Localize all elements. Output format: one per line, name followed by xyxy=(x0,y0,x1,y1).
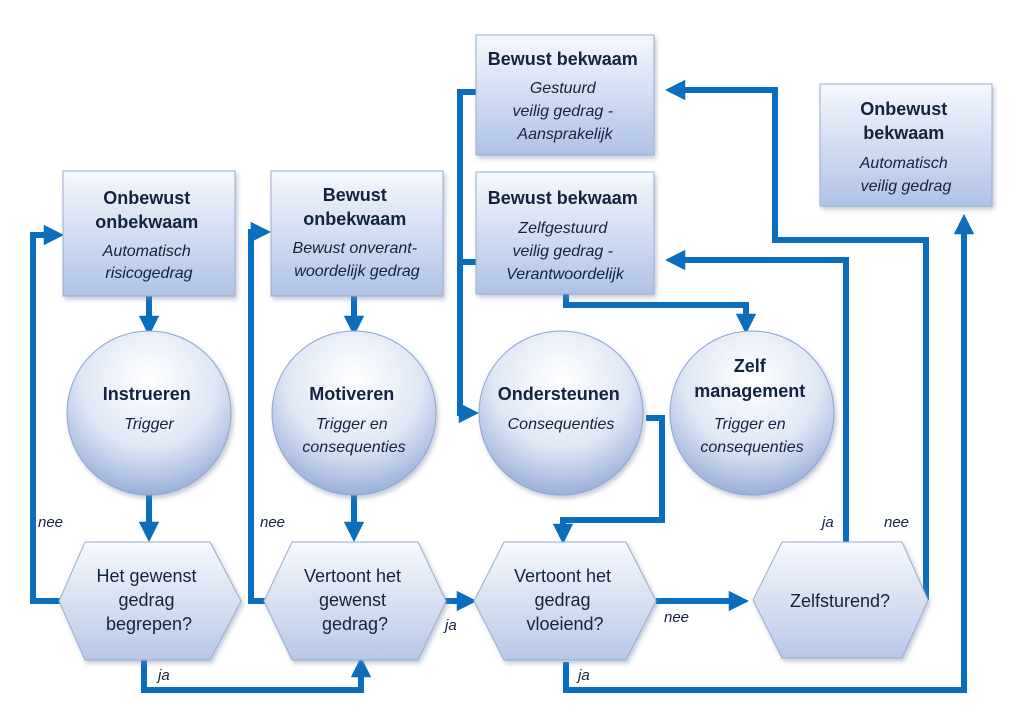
svg-text:Bewust onbekwaam B: Bewust onbekwaam Bewust onverant- woorde… xyxy=(293,185,422,280)
connectors xyxy=(30,79,975,693)
box-sub-line: Automatisch xyxy=(859,155,948,172)
decision-text-line: Het gewenst xyxy=(96,566,196,586)
edge-label-nee: nee xyxy=(884,514,909,531)
box-title-line: Bewust bekwaam xyxy=(488,49,638,69)
circle-title-line: Instrueren xyxy=(103,384,191,404)
arrow-gestuurd-to-ondersteunen xyxy=(457,89,480,424)
edge-label-nee: nee xyxy=(38,514,63,531)
circle-sub-line: Trigger xyxy=(124,416,174,433)
box-onbewust-onbekwaam: Onbewust onbekwaam Automatisch risicoged… xyxy=(62,170,236,297)
arrow-begrepen-nee-back xyxy=(30,224,65,604)
arrow-ondersteunen-to-vloeiend xyxy=(552,415,665,545)
arrow-zelfgestuurd-to-zelfmanagement xyxy=(563,294,757,335)
box-title-line: Onbewust xyxy=(103,188,190,208)
box-sub-line: veilig gedrag xyxy=(861,178,952,195)
arrow-vloeiend-ja-to-onbewust-bekwaam xyxy=(563,213,975,693)
box-bewust-bekwaam-zelfgestuurd: Bewust bekwaam Zelfgestuurd veilig gedra… xyxy=(475,171,655,295)
circle-motiveren: Motiveren Trigger en consequenties xyxy=(271,330,437,496)
decision-text-line: gedrag? xyxy=(322,614,388,634)
circle-title-line: Motiveren xyxy=(309,384,394,404)
svg-text:Onbewust bekwaam A: Onbewust bekwaam Automatisch veilig gedr… xyxy=(859,99,953,195)
box-title-line: onbekwaam xyxy=(95,212,198,232)
decision-text-line: Zelfsturend? xyxy=(790,591,890,611)
box-title-line: Bewust bekwaam xyxy=(488,188,638,208)
decision-text-line: gedrag xyxy=(118,590,174,610)
circle-zelfmanagement: Zelf management Trigger en consequenties xyxy=(669,330,835,496)
box-title-line: Bewust xyxy=(323,185,387,205)
box-sub-line: veilig gedrag - xyxy=(513,243,614,260)
svg-text:Zelfsturend?: Zelfsturend? xyxy=(790,591,890,611)
edge-label-ja: ja xyxy=(820,514,834,531)
arrow-vertoont-nee-back xyxy=(248,221,272,604)
box-onbewust-bekwaam: Onbewust bekwaam Automatisch veilig gedr… xyxy=(819,83,993,207)
box-sub-line: Bewust onverant- xyxy=(293,240,418,257)
svg-text:Vertoont het gewenst: Vertoont het gewenst gedrag? xyxy=(304,566,406,634)
box-bewust-bekwaam-gestuurd: Bewust bekwaam Gestuurd veilig gedrag - … xyxy=(475,34,655,156)
svg-text:Onbewust onbekwaam: Onbewust onbekwaam Automatisch risicoged… xyxy=(95,188,203,282)
circle-sub-line: consequenties xyxy=(302,439,405,456)
box-bewust-onbekwaam: Bewust onbekwaam Bewust onverant- woorde… xyxy=(270,170,444,297)
svg-text:Bewust bekwaam Zelfgestu: Bewust bekwaam Zelfgestuurd veilig gedra… xyxy=(488,188,643,283)
box-sub-line: Zelfgestuurd xyxy=(517,220,608,237)
circle-sub-line: consequenties xyxy=(700,439,803,456)
box-sub-line: woordelijk gedrag xyxy=(294,263,420,280)
circle-title-line: management xyxy=(694,381,805,401)
decision-zelfsturend: Zelfsturend? xyxy=(752,541,929,659)
box-sub-line: veilig gedrag - xyxy=(513,103,614,120)
circle-title-line: Zelf xyxy=(734,356,767,376)
edge-label-ja: ja xyxy=(576,667,590,684)
box-title-line: Onbewust xyxy=(860,99,947,119)
svg-text:Het gewenst gedrag: Het gewenst gedrag begrepen? xyxy=(96,566,201,634)
decision-text-line: begrepen? xyxy=(106,614,192,634)
arrow-begrepen-ja-to-vertoont xyxy=(141,656,372,693)
decision-text-line: Vertoont het xyxy=(514,566,611,586)
box-title-line: bekwaam xyxy=(863,123,944,143)
svg-text:Instrueren Trigger: Instrueren Trigger xyxy=(103,384,195,433)
decision-text-line: gedrag xyxy=(534,590,590,610)
edge-label-nee: nee xyxy=(664,609,689,626)
box-sub-line: Gestuurd xyxy=(530,80,597,97)
svg-text:Vertoont het gedrag: Vertoont het gedrag vloeiend? xyxy=(514,566,616,634)
circle-ondersteunen: Ondersteunen Consequenties xyxy=(478,330,644,496)
decision-text-line: gewenst xyxy=(319,590,386,610)
decision-begrepen: Het gewenst gedrag begrepen? xyxy=(58,541,242,661)
edge-label-nee: nee xyxy=(260,514,285,531)
svg-text:Motiveren Trigger en: Motiveren Trigger en consequenties xyxy=(302,384,405,456)
arrow-zelfsturend-nee-to-gestuurd xyxy=(664,79,929,600)
edge-labels: nee ja nee ja nee ja ja nee xyxy=(38,514,909,684)
arrow-zelfsturend-ja-to-zelfgestuurd xyxy=(664,249,849,542)
circle-sub-line: Consequenties xyxy=(508,416,615,433)
decision-text-line: vloeiend? xyxy=(526,614,603,634)
box-title-line: onbekwaam xyxy=(303,209,406,229)
decision-text-line: Vertoont het xyxy=(304,566,401,586)
circle-title-line: Ondersteunen xyxy=(498,384,620,404)
svg-text:Bewust bekwaam Gestuurd: Bewust bekwaam Gestuurd veilig gedrag - … xyxy=(488,49,643,143)
box-sub-line: Aansprakelijk xyxy=(516,126,613,143)
circle-instrueren: Instrueren Trigger xyxy=(66,330,232,496)
circle-sub-line: Trigger en xyxy=(316,416,388,433)
decision-vertoont-gewenst: Vertoont het gewenst gedrag? xyxy=(263,541,447,661)
circle-sub-line: Trigger en xyxy=(714,416,786,433)
edge-label-ja: ja xyxy=(156,667,170,684)
svg-text:Ondersteunen Consequenti: Ondersteunen Consequenties xyxy=(498,384,624,433)
edge-label-ja: ja xyxy=(443,617,457,634)
decision-vloeiend: Vertoont het gedrag vloeiend? xyxy=(473,541,657,661)
svg-text:Zelf management Tr: Zelf management Trigger en consequenties xyxy=(694,356,810,456)
box-sub-line: Verantwoordelijk xyxy=(506,266,625,283)
box-sub-line: risicogedrag xyxy=(105,265,192,282)
box-sub-line: Automatisch xyxy=(102,243,191,260)
